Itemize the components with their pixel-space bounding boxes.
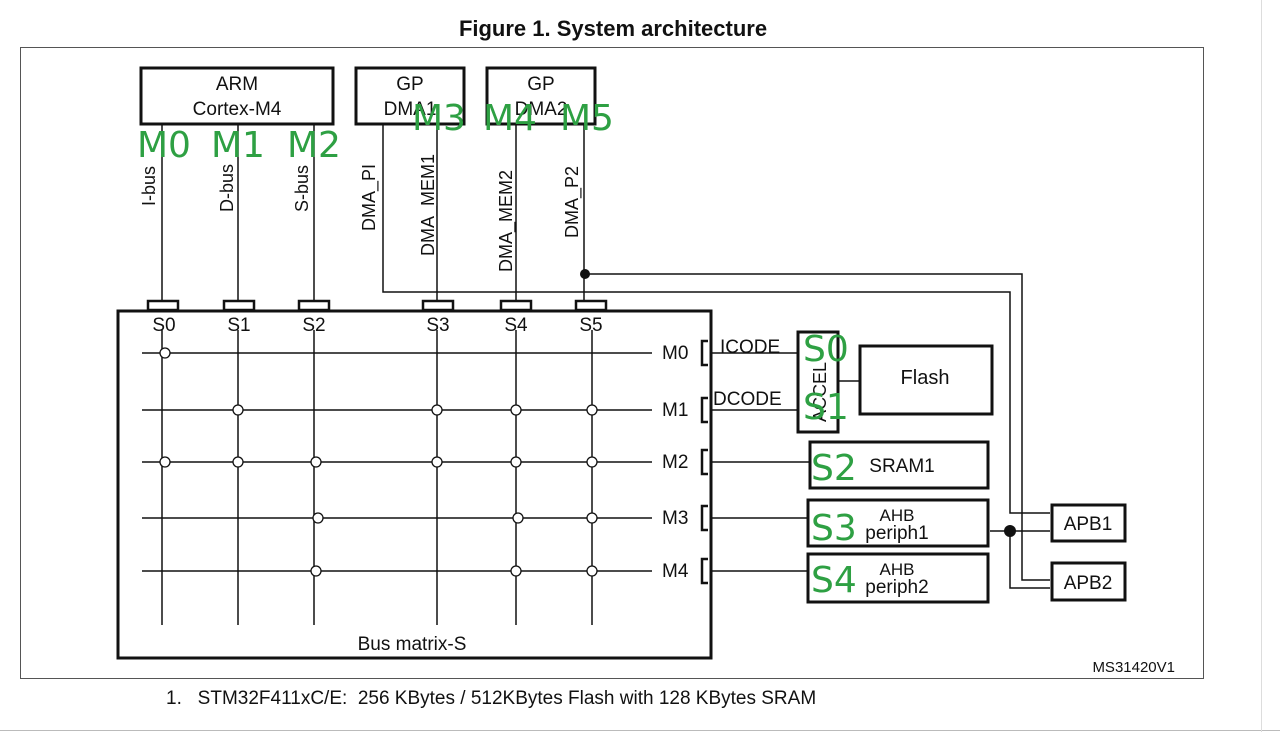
ahb2-label-line1: AHB <box>880 560 915 579</box>
annotation-m0: M0 <box>137 125 191 166</box>
dma2-label-line2: DMA2 <box>515 99 568 120</box>
apb1-label: APB1 <box>1064 514 1113 535</box>
annotation-s2: S2 <box>811 448 857 489</box>
cpu-label-line1: ARM <box>216 74 258 95</box>
dma-pi-label: DMA_PI <box>359 164 380 231</box>
bus-matrix-box <box>116 309 713 660</box>
figure-title: Figure 1. System architecture <box>458 16 768 41</box>
dma-p2-label: DMA_P2 <box>562 166 583 238</box>
annotation-s3: S3 <box>811 508 857 549</box>
figure-id: MS31420V1 <box>1092 659 1175 676</box>
sram1-label: SRAM1 <box>869 456 934 477</box>
apb1-box <box>1050 503 1127 543</box>
annotation-m4: M4 <box>483 98 537 139</box>
slave-port-s4: S4 <box>504 315 528 336</box>
dbus-label: D-bus <box>217 164 237 212</box>
figure-frame <box>20 47 1204 679</box>
dma-mem2-label: DMA_MEM2 <box>496 170 517 272</box>
dma-mem1-label: DMA_MEM1 <box>418 154 439 256</box>
accel-label: ACCEL <box>810 362 830 422</box>
slave-port-s0: S0 <box>152 315 175 336</box>
bus-matrix-label: Bus matrix-S <box>358 634 467 655</box>
slave-port-s5: S5 <box>579 315 602 336</box>
ahb1-box <box>806 498 990 548</box>
ibus-label: I-bus <box>139 166 159 206</box>
dma1-box <box>354 66 466 126</box>
annotation-m2: M2 <box>287 125 341 166</box>
annotation-s0: S0 <box>803 329 849 370</box>
page-right-rule <box>1261 0 1262 732</box>
annotation-s4: S4 <box>811 560 857 601</box>
apb2-label: APB2 <box>1064 573 1113 594</box>
sram1-box <box>808 440 990 490</box>
master-port-m0: M0 <box>662 343 688 364</box>
cpu-box <box>139 66 335 126</box>
annotation-m1: M1 <box>211 125 265 166</box>
footnote: 1. STM32F411xC/E: 256 KBytes / 512KBytes… <box>166 688 817 709</box>
dma2-box <box>485 66 597 126</box>
sbus-label: S-bus <box>292 165 312 212</box>
dma1-label-line1: GP <box>396 74 423 95</box>
dcode-label: DCODE <box>713 389 782 410</box>
dma2-label-line1: GP <box>527 74 554 95</box>
slave-port-s2: S2 <box>302 315 325 336</box>
flash-box <box>858 344 994 416</box>
icode-label: ICODE <box>720 337 780 358</box>
master-port-m1: M1 <box>662 400 688 421</box>
cpu-label-line2: Cortex-M4 <box>193 99 282 120</box>
master-port-m4: M4 <box>662 561 689 582</box>
flash-label: Flash <box>901 367 950 389</box>
master-port-m3: M3 <box>662 508 688 529</box>
ahb2-box <box>806 552 990 604</box>
accel-box <box>796 330 840 434</box>
slave-port-s3: S3 <box>426 315 449 336</box>
dma1-label-line2: DMA1 <box>384 99 437 120</box>
ahb2-label-line2: periph2 <box>865 577 928 598</box>
annotation-s1: S1 <box>803 387 849 428</box>
page-bottom-rule <box>0 730 1280 731</box>
annotation-m5: M5 <box>560 98 614 139</box>
apb2-box <box>1050 561 1127 602</box>
master-port-m2: M2 <box>662 452 688 473</box>
ahb1-label-line2: periph1 <box>865 523 928 544</box>
ahb1-label-line1: AHB <box>880 506 915 525</box>
slave-port-s1: S1 <box>227 315 250 336</box>
annotation-m3: M3 <box>412 98 466 139</box>
